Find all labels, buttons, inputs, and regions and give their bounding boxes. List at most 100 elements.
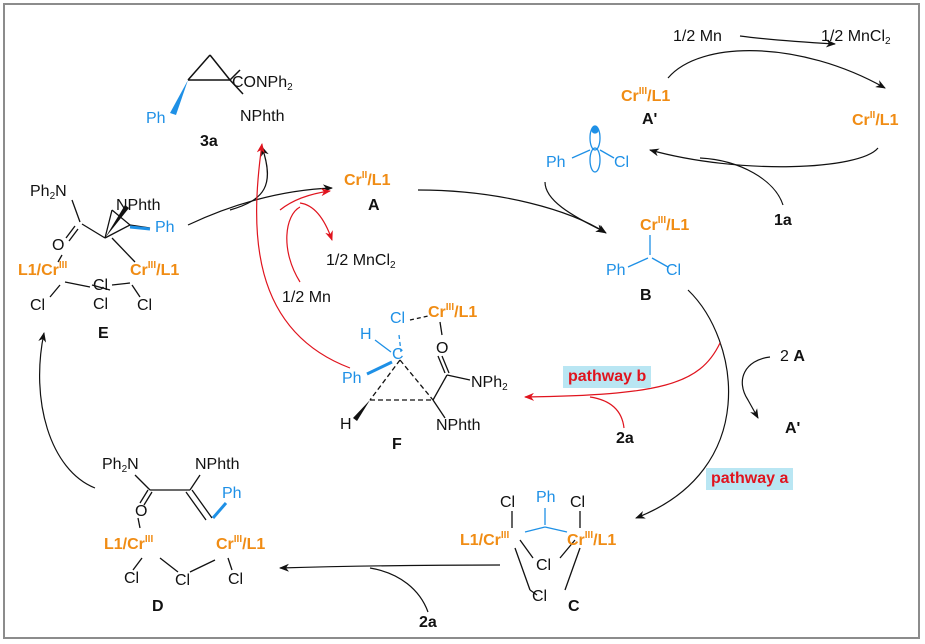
mncl2-byproduct-top: 1/2 MnCl2 — [821, 28, 891, 47]
E-cl-right: Cl — [137, 297, 153, 314]
arrow-cr2-to-carbene — [649, 147, 879, 168]
arrow-C-to-D — [279, 563, 501, 572]
arrow-B-to-F — [524, 342, 721, 401]
arrow-red-to-A — [279, 188, 331, 211]
carbene-ph: Ph — [546, 154, 566, 171]
D-ph: Ph — [222, 485, 242, 502]
3a-ph: Ph — [146, 110, 166, 127]
wedge-F-h — [353, 400, 370, 421]
F-h-top: H — [360, 326, 372, 343]
F-nphth: NPhth — [436, 417, 481, 434]
bold-bond-E-ph — [129, 225, 151, 231]
F-cr: CrIII/L1 — [428, 302, 478, 322]
mn-reagent-top: 1/2 Mn — [673, 28, 722, 45]
arrow-A-to-B — [417, 189, 607, 234]
cr3-species-A-prime: CrIII/L1 — [621, 86, 671, 106]
B-cl: Cl — [666, 262, 682, 279]
C-cl-bridge-bottom: Cl — [532, 588, 548, 605]
E-cl-left: Cl — [30, 297, 46, 314]
label-B: B — [640, 287, 652, 304]
label-D: D — [152, 598, 164, 615]
C-cl-bridge-mid: Cl — [536, 557, 552, 574]
B-cr3: CrIII/L1 — [640, 215, 690, 235]
pathway-b-tag: pathway b — [563, 366, 652, 388]
3a-nphth: NPhth — [240, 108, 285, 125]
label-3a: 3a — [200, 133, 218, 150]
F-c: C — [392, 346, 404, 363]
substrate-1a: 1a — [774, 212, 792, 229]
mn-reagent-mid: 1/2 Mn — [282, 289, 331, 306]
bonds-F-blue — [374, 334, 402, 353]
cyclopropane-3a — [187, 54, 244, 95]
E-nphth: NPhth — [116, 197, 161, 214]
substrate-2a-mid: 2a — [616, 430, 634, 447]
F-cl: Cl — [390, 310, 406, 327]
bonds-C — [511, 511, 581, 596]
substrate-2a-bottom: 2a — [419, 614, 437, 631]
arrow-E-to-3a — [229, 146, 269, 211]
D-cl-right: Cl — [228, 571, 244, 588]
carbene-cl: Cl — [614, 154, 630, 171]
wedge-3a-ph — [170, 80, 188, 115]
two-A-reagent: 2 A — [780, 348, 805, 365]
C-cl-top-left: Cl — [500, 494, 516, 511]
arrow-E-to-A — [187, 184, 333, 226]
label-A: A — [368, 197, 380, 214]
C-cl-top-right: Cl — [570, 494, 586, 511]
D-ph2n: Ph2N — [102, 456, 139, 475]
E-o: O — [52, 237, 65, 254]
3a-conph2: CONPh2 — [232, 74, 293, 93]
D-cl-bridge: Cl — [175, 572, 191, 589]
F-h-bottom: H — [340, 416, 352, 433]
label-A-prime: A' — [642, 111, 658, 128]
A-prime-byproduct: A' — [785, 420, 801, 437]
arrow-carbene-to-B — [544, 181, 606, 233]
D-cl-left: Cl — [124, 570, 140, 587]
arrow-2a-bottom-in — [369, 567, 429, 613]
D-nphth: NPhth — [195, 456, 240, 473]
arrow-mn-in — [739, 35, 836, 48]
carbene-orbital — [571, 125, 615, 173]
mncl2-byproduct-mid: 1/2 MnCl2 — [326, 252, 396, 271]
E-ph: Ph — [155, 219, 175, 236]
cr2-species-top: CrII/L1 — [852, 110, 899, 130]
bonds-C-blue — [524, 508, 568, 533]
arrow-mncl2-mid-out — [299, 202, 333, 241]
bonds-D — [132, 474, 233, 573]
C-left-cr: L1/CrIII — [460, 530, 510, 550]
wedge-E-nphth — [105, 205, 129, 238]
E-left-cr: L1/CrIII — [18, 260, 68, 280]
E-right-cr: CrIII/L1 — [130, 260, 180, 280]
bonds-B — [627, 235, 669, 268]
arrow-2a-mid-in — [589, 396, 625, 429]
bold-bond-F-ph — [366, 360, 393, 376]
C-ph: Ph — [536, 489, 556, 506]
arrow-2A-in — [741, 356, 771, 419]
E-ph2n: Ph2N — [30, 183, 67, 202]
label-E: E — [98, 325, 109, 342]
F-nph2: NPh2 — [471, 374, 508, 393]
arrow-D-to-E — [38, 332, 96, 489]
D-o: O — [135, 503, 148, 520]
F-ph: Ph — [342, 370, 362, 387]
D-right-cr: CrIII/L1 — [216, 534, 266, 554]
B-ph: Ph — [606, 262, 626, 279]
arrow-F-to-3a — [256, 143, 351, 369]
F-o: O — [436, 340, 449, 357]
E-cl-bridge-top: Cl — [93, 277, 109, 294]
label-F: F — [392, 436, 402, 453]
cr2-species-A: CrII/L1 — [344, 170, 391, 190]
label-C: C — [568, 598, 580, 615]
arrow-cr3-to-cr2-top — [667, 50, 886, 89]
pathway-a-tag: pathway a — [706, 468, 794, 490]
D-left-cr: L1/CrIII — [104, 534, 154, 554]
figure-frame — [3, 3, 920, 639]
bold-bond-D-ph — [211, 502, 228, 519]
arrow-1a-in — [699, 157, 784, 206]
E-cl-bridge-bottom: Cl — [93, 296, 109, 313]
arrow-mn-mid-in — [286, 206, 301, 283]
arrow-B-to-C — [635, 289, 730, 519]
bonds-F — [369, 315, 471, 419]
